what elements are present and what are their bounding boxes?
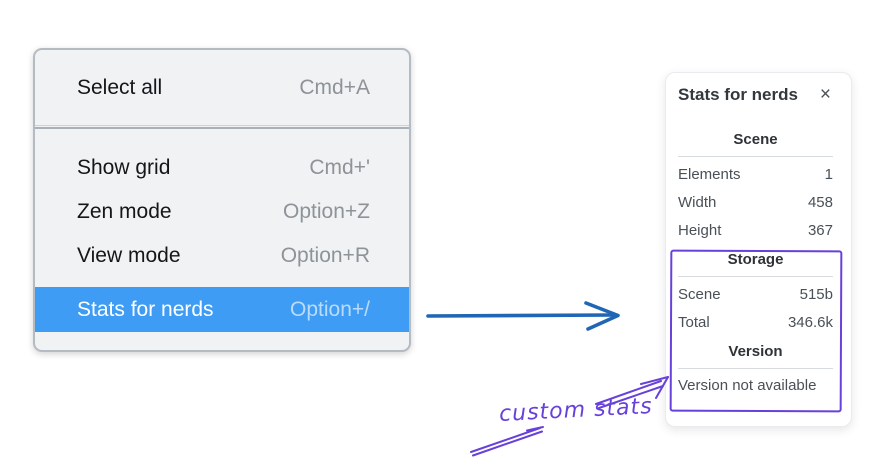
version-note: Version not available: [678, 377, 817, 394]
menu-item-shortcut: Cmd+': [309, 156, 370, 179]
menu-item-view-mode[interactable]: View mode Option+R: [35, 234, 409, 278]
menu-item-stats-for-nerds[interactable]: Stats for nerds Option+/: [35, 287, 409, 332]
menu-item-shortcut: Cmd+A: [299, 75, 370, 99]
menu-item-zen-mode[interactable]: Zen mode Option+Z: [35, 190, 409, 234]
section-heading-scene: Scene: [733, 131, 778, 148]
menu-item-shortcut: Option+/: [290, 297, 370, 321]
annotation-label: custom stats: [498, 393, 654, 428]
section-divider: [678, 276, 833, 277]
stat-value: 515b: [799, 285, 833, 303]
menu-item-shortcut: Option+Z: [283, 200, 370, 223]
menu-item-label: Zen mode: [77, 200, 172, 223]
menu-item-label: View mode: [77, 244, 181, 267]
stat-row-width: Width 458: [678, 188, 833, 216]
stat-row-height: Height 367: [678, 216, 833, 244]
stat-row-elements: Elements 1: [678, 160, 833, 188]
section-heading-storage: Storage: [727, 251, 784, 268]
stat-value: 346.6k: [787, 313, 833, 331]
section-divider: [678, 156, 833, 157]
menu-item-select-all[interactable]: Select all Cmd+A: [35, 50, 409, 125]
menu-item-label: Show grid: [77, 156, 171, 179]
stat-row-storage-total: Total 346.6k: [678, 308, 833, 336]
section-heading-version: Version: [728, 343, 783, 360]
stat-label: Elements: [678, 165, 741, 183]
stats-panel: Stats for nerds × Scene Elements 1 Width…: [665, 72, 852, 427]
annotation-arrow-lower: [470, 426, 544, 457]
menu-item-label: Stats for nerds: [77, 297, 214, 321]
menu-item-shortcut: Option+R: [280, 244, 370, 267]
context-menu: Select all Cmd+A Show grid Cmd+' Zen mod…: [33, 48, 411, 352]
stat-label: Total: [678, 313, 710, 331]
menu-item-label: Select all: [77, 75, 163, 99]
stat-value: 458: [807, 193, 833, 211]
flow-arrow: [426, 301, 620, 331]
stat-label: Height: [678, 221, 722, 239]
panel-title: Stats for nerds: [678, 85, 798, 104]
menu-item-show-grid[interactable]: Show grid Cmd+': [35, 146, 409, 190]
close-icon[interactable]: ×: [819, 84, 831, 105]
stat-label: Width: [678, 193, 717, 211]
section-divider: [678, 368, 833, 369]
stat-value: 367: [807, 221, 833, 239]
stat-label: Scene: [678, 285, 721, 303]
stat-row-storage-scene: Scene 515b: [678, 280, 833, 308]
stat-value: 1: [824, 165, 833, 183]
annotation-arrow-upper: [595, 376, 669, 409]
menu-divider: [35, 125, 409, 129]
